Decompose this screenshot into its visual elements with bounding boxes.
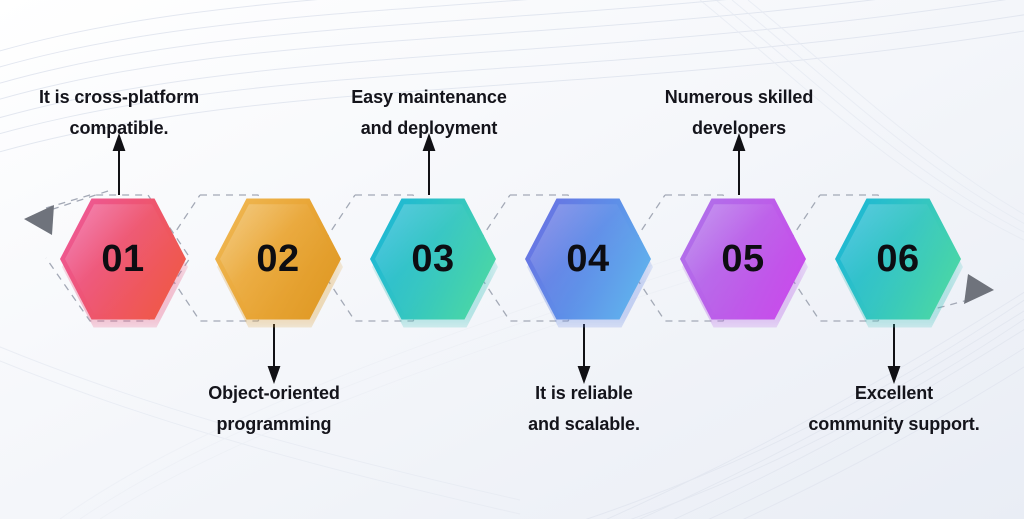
step-label-06: Excellent community support. (789, 378, 999, 439)
step-label-05: Numerous skilled developers (639, 82, 839, 143)
hexagon-number-05: 05 (721, 238, 765, 280)
hexagon-number-06: 06 (876, 238, 920, 280)
hexagon-number-02: 02 (256, 238, 300, 280)
step-label-02: Object-oriented programming (174, 378, 374, 439)
step-hexagon-04[interactable]: 04 (525, 196, 653, 328)
step-label-04-line2: and scalable. (528, 413, 640, 434)
hexagon-number-01: 01 (101, 238, 145, 280)
arrow-left-marker (24, 205, 54, 235)
step-hexagon-01[interactable]: 01 (60, 196, 188, 328)
step-label-01-line1: It is cross-platform (38, 87, 200, 107)
step-label-04-line1: It is reliable (535, 383, 633, 403)
step-label-05-line2: developers (691, 117, 787, 138)
step-label-02-line2: programming (216, 413, 332, 434)
hexagon-number-04: 04 (566, 238, 610, 280)
step-label-06-line2: community support. (808, 413, 980, 434)
step-label-05-line1: Numerous skilled (664, 87, 814, 107)
step-label-04: It is reliable and scalable. (484, 378, 684, 439)
step-label-02-line1: Object-oriented (208, 383, 340, 403)
step-label-03-line1: Easy maintenance (351, 87, 507, 107)
hexagon-number-03: 03 (411, 238, 455, 280)
step-label-03-line2: and deployment (360, 117, 498, 138)
step-hexagon-03[interactable]: 03 (370, 196, 498, 328)
hexagon-sheen (375, 204, 491, 314)
step-hexagon-06[interactable]: 06 (835, 196, 963, 328)
step-label-03: Easy maintenance and deployment (324, 82, 534, 143)
step-hexagon-02[interactable]: 02 (215, 196, 343, 328)
step-label-06-line1: Excellent (854, 383, 934, 403)
step-label-01: It is cross-platform compatible. (19, 82, 219, 143)
arrow-right-marker (964, 274, 994, 304)
step-hexagon-05[interactable]: 05 (680, 196, 808, 328)
step-label-01-line2: compatible. (69, 117, 169, 138)
